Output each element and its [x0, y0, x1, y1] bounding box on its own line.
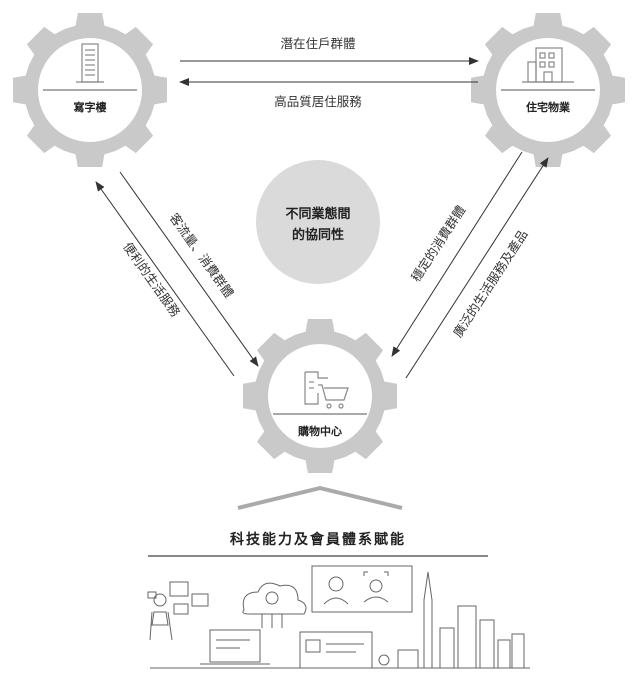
arrow-label-convenient-services: 便利的生活服務 [120, 239, 183, 319]
city-skyline-icon [150, 571, 530, 669]
office-mall-arrows: 客流量、消費群體 便利的生活服務 [95, 171, 259, 377]
office-building-icon [76, 43, 104, 83]
enablement-title: 科技能力及會員體系賦能 [230, 531, 406, 548]
mall-label: 購物中心 [297, 424, 342, 438]
residential-mall-arrows: 穩定的消費群體 廣泛的生活服務及產品 [391, 151, 549, 379]
center-synergy-circle: 不同業態間 的協同性 [256, 160, 380, 284]
office-label: 寫字樓 [74, 100, 107, 114]
residential-label: 住宅物業 [526, 100, 571, 114]
office-residential-arrows: 潛在住戶群體 高品質居住服務 [179, 36, 479, 109]
center-label-line2: 的協同性 [292, 227, 344, 243]
residential-building-icon [522, 47, 574, 83]
arrow-label-stable-consumers: 穩定的消費群體 [408, 203, 468, 285]
cloud-gear-icon [242, 582, 307, 628]
arrow-label-wide-services-products: 廣泛的生活服務及產品 [450, 227, 531, 340]
arrow-label-quality-living-services: 高品質居住服務 [274, 94, 362, 109]
office-gear: 寫字樓 [13, 13, 167, 167]
laptop-icon [200, 629, 270, 665]
arrow-label-potential-residents: 潛在住戶群體 [280, 36, 355, 51]
member-card-icon [299, 631, 390, 669]
tech-illustration [147, 565, 530, 669]
shopping-cart-icon [304, 371, 349, 409]
person-vr-icon [147, 581, 209, 641]
face-recognition-icon [311, 565, 413, 613]
mall-gear: 購物中心 [243, 319, 397, 473]
center-label-line1: 不同業態間 [285, 206, 350, 222]
residential-gear: 住宅物業 [471, 13, 625, 167]
support-chevron [237, 485, 403, 510]
